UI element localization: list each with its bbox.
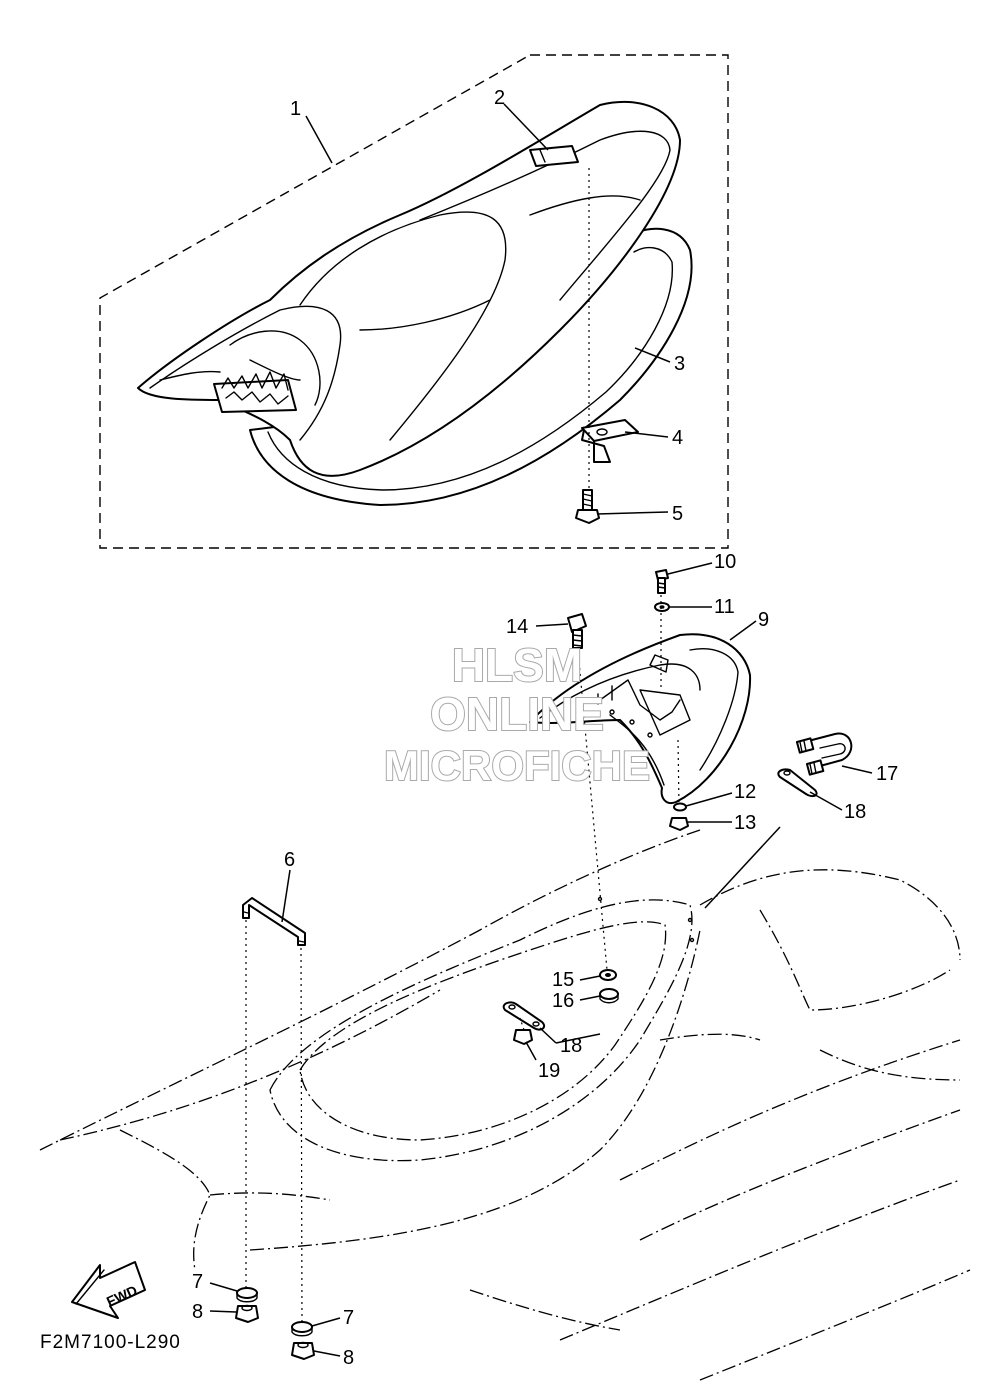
washer-7-left (236, 1287, 258, 1303)
callout-7-left: 7 (192, 1271, 203, 1293)
assembly-lines (245, 168, 680, 1326)
callout-numbers: 1 2 3 4 5 6 7 7 8 8 9 10 11 12 13 14 15 … (192, 87, 898, 1369)
callout-19: 19 (538, 1060, 560, 1082)
callout-18-lower: 18 (560, 1035, 582, 1057)
nut-8-left (235, 1304, 259, 1323)
callout-18-upper: 18 (844, 801, 866, 823)
callout-11: 11 (714, 596, 735, 618)
washer-12 (673, 802, 687, 812)
rear-cover (529, 633, 752, 804)
seat-lock-bracket (581, 419, 639, 463)
bolt-14 (567, 613, 587, 649)
callout-8-left: 8 (192, 1301, 203, 1323)
watermark-line-3: MICROFICHE (384, 742, 650, 789)
u-bolt-17 (795, 732, 853, 776)
callout-12: 12 (734, 781, 756, 803)
washer-11 (654, 602, 670, 612)
seat-assembly-box (99, 54, 729, 549)
diagram-code: F2M7100-L290 (40, 1332, 181, 1353)
washer-7-right (291, 1321, 313, 1337)
callout-8-right: 8 (343, 1347, 354, 1369)
watermark-line-2: ONLINE (430, 688, 604, 740)
leader-lines (209, 103, 873, 1357)
plate-18-upper (777, 768, 818, 798)
callout-5: 5 (672, 503, 683, 525)
callout-3: 3 (674, 353, 685, 375)
nut-16 (599, 988, 619, 1004)
plate-18-lower (502, 1001, 546, 1031)
callout-13: 13 (734, 812, 756, 834)
strap-bar-6 (242, 897, 306, 946)
callout-6: 6 (284, 849, 295, 871)
callout-14: 14 (506, 616, 528, 638)
nut-13 (669, 817, 689, 831)
callout-1: 1 (290, 98, 301, 120)
seat (137, 100, 681, 477)
washer-15 (599, 969, 617, 981)
hull-outline (39, 829, 971, 1381)
watermark: HLSM ONLINE MICROFICHE (383, 638, 651, 790)
nut-19 (513, 1029, 533, 1045)
fwd-arrow: FWD (71, 1261, 146, 1319)
watermark-line-1: HLSM (452, 639, 582, 691)
callout-16: 16 (552, 990, 574, 1012)
callout-17: 17 (876, 763, 898, 785)
callout-2: 2 (494, 87, 505, 109)
callout-9: 9 (758, 609, 769, 631)
callout-10: 10 (714, 551, 736, 573)
callout-15: 15 (552, 969, 574, 991)
callout-4: 4 (672, 427, 683, 449)
bolt-10 (655, 569, 669, 594)
bolt-5 (575, 489, 600, 524)
callout-7-right: 7 (343, 1307, 354, 1329)
nut-8-right (291, 1341, 315, 1360)
